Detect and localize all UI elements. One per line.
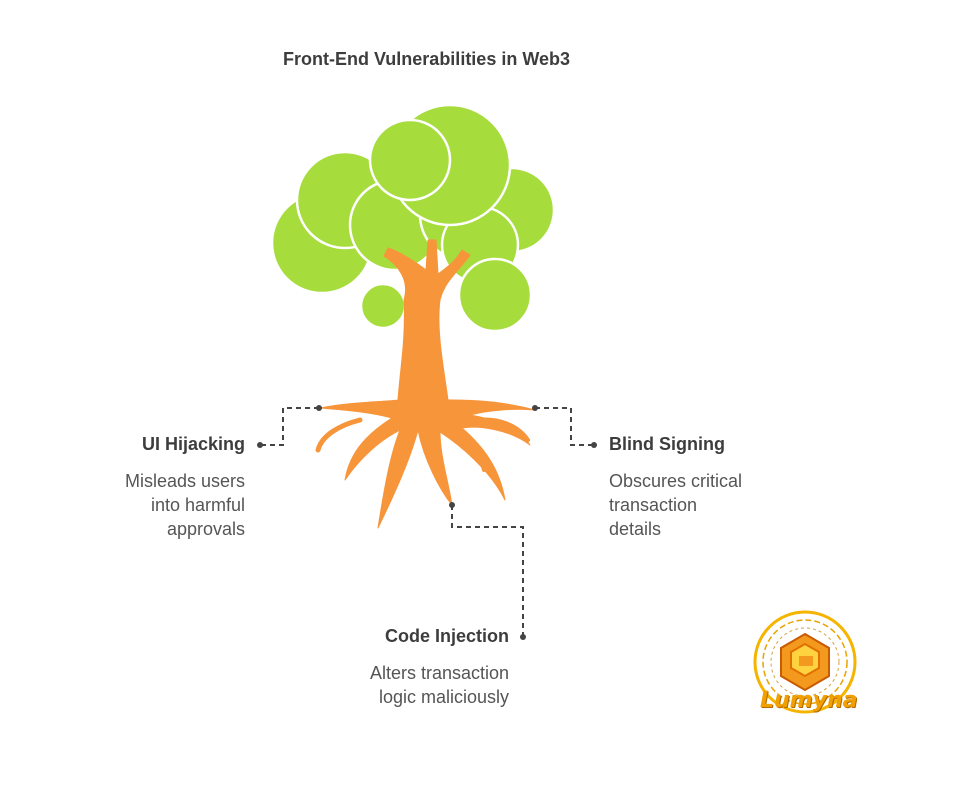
description-line: logic maliciously (378, 687, 509, 707)
blind-signing-description: Obscures critical transaction details (609, 469, 789, 541)
description-line: Alters transaction (369, 663, 509, 683)
description-line: approvals (166, 519, 245, 539)
description-line: transaction (609, 495, 698, 515)
description-line: details (609, 519, 662, 539)
connector-ui-hijacking (260, 407, 319, 446)
tree-foliage (270, 103, 556, 333)
connectors (260, 407, 594, 637)
connector-code-injection (451, 505, 524, 637)
logo-text: Lumyna (760, 688, 858, 713)
description-line: into harmful (150, 495, 245, 515)
ui-hijacking-title: UI Hijacking (141, 434, 245, 454)
tree-trunk (315, 239, 536, 529)
connector-dots (257, 405, 597, 640)
description-line: Obscures critical (609, 471, 743, 491)
blind-signing-title: Blind Signing (609, 434, 725, 454)
code-injection-title: Code Injection (384, 626, 509, 646)
diagram-title: Front-End Vulnerabilities in Web3 (282, 49, 571, 69)
code-injection-description: Alters transaction logic maliciously (300, 661, 509, 709)
connector-blind-signing (535, 407, 594, 446)
ui-hijacking-description: Misleads users into harmful approvals (60, 469, 245, 541)
description-line: Misleads users (124, 471, 245, 491)
lumyna-logo-icon (753, 610, 857, 714)
